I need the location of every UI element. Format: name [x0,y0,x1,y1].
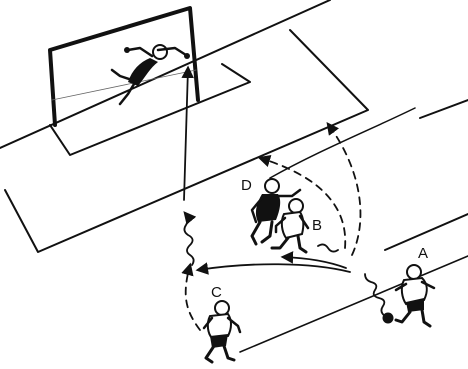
label-a: A [418,245,428,262]
goal-frame [48,6,200,127]
movement-paths [181,65,386,317]
field-lines [0,0,468,353]
label-d: D [241,177,252,194]
run-b-wiggle [317,243,339,253]
run-c-up [181,262,201,331]
run-a-up [326,121,362,256]
player-a [382,264,436,328]
pass-a-to-b [280,251,347,269]
label-b: B [312,217,322,234]
dribble-a [364,273,386,317]
run-b-arc [257,154,347,249]
player-c [202,300,242,364]
pass-a-to-c [195,262,351,275]
goalkeeper [110,44,190,106]
ball [382,312,394,324]
penalty-box [4,29,369,253]
goal [48,6,200,127]
player-d [250,178,302,246]
side-line-right [419,99,468,119]
dribble-c [183,211,197,266]
label-c: C [211,284,222,301]
player-b [270,198,310,254]
run-paths [181,121,362,331]
shot-arrow [181,65,194,201]
touchline-right [384,213,468,251]
goal-area [49,63,251,156]
lower-line [239,255,468,353]
